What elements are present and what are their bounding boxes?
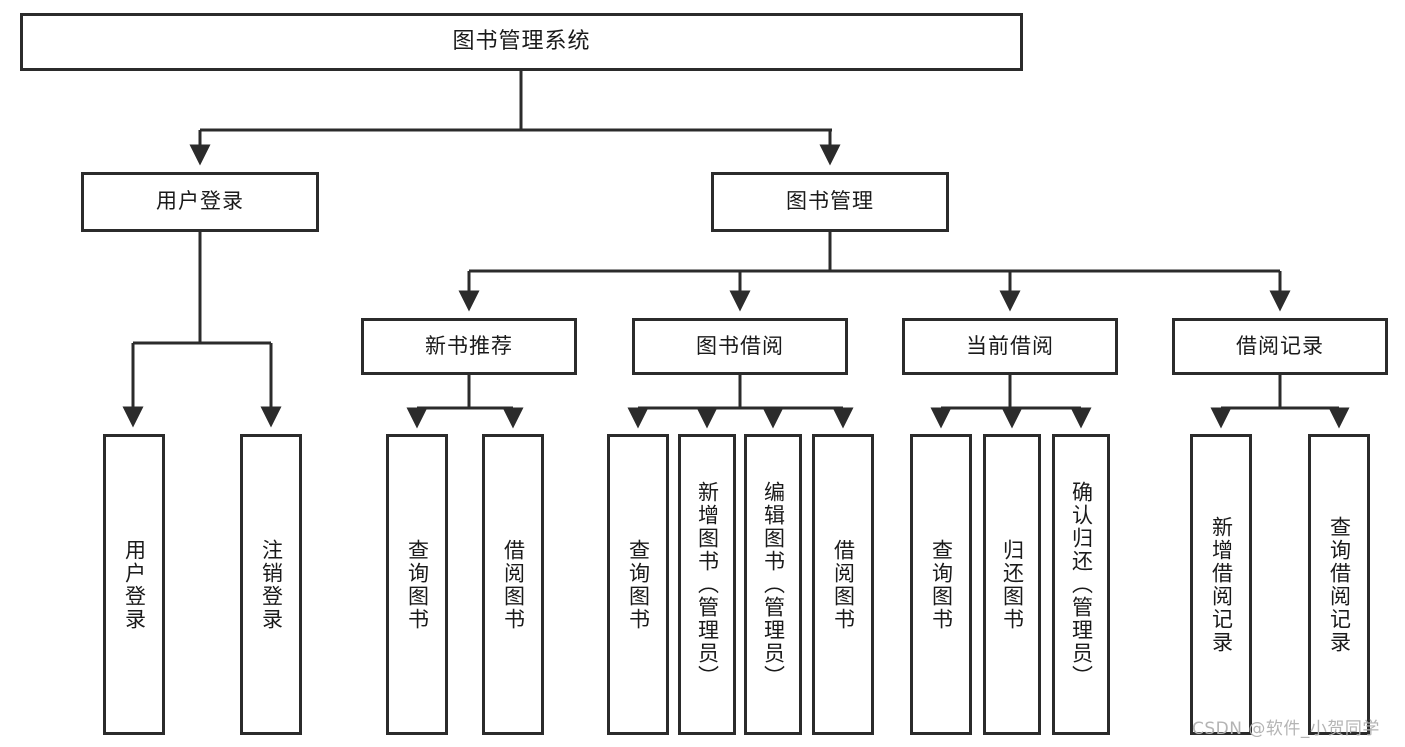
node-label: 图书管理系统 <box>452 28 591 54</box>
node-label: 归还图书 <box>1000 538 1025 631</box>
node-leaf-user-login[interactable]: 用户登录 <box>103 434 165 735</box>
node-label: 用户登录 <box>122 538 147 631</box>
node-leaf-query-book-current[interactable]: 查询图书 <box>910 434 972 735</box>
node-label: 查询图书 <box>929 538 954 631</box>
node-label: 注销登录 <box>259 538 284 631</box>
node-level1-book-management[interactable]: 图书管理 <box>711 172 949 232</box>
node-leaf-add-borrow-record[interactable]: 新增借阅记录 <box>1190 434 1252 735</box>
node-label: 查询借阅记录 <box>1327 515 1352 654</box>
node-label: 编辑图书（管理员） <box>761 481 786 688</box>
node-label: 新增借阅记录 <box>1209 515 1234 654</box>
node-leaf-logout[interactable]: 注销登录 <box>240 434 302 735</box>
node-leaf-query-book-borrow[interactable]: 查询图书 <box>607 434 669 735</box>
node-leaf-confirm-return-admin[interactable]: 确认归还（管理员） <box>1052 434 1110 735</box>
node-leaf-add-book-admin[interactable]: 新增图书（管理员） <box>678 434 736 735</box>
node-label: 借阅图书 <box>501 538 526 631</box>
node-label: 确认归还（管理员） <box>1069 481 1094 688</box>
node-label: 查询图书 <box>626 538 651 631</box>
node-level2-borrow-record[interactable]: 借阅记录 <box>1172 318 1388 375</box>
watermark: CSDN @软件_小贺同学 <box>1192 719 1380 739</box>
node-level2-current-borrow[interactable]: 当前借阅 <box>902 318 1118 375</box>
node-label: 图书借阅 <box>696 333 784 358</box>
node-label: 借阅图书 <box>831 538 856 631</box>
node-leaf-query-book-recommend[interactable]: 查询图书 <box>386 434 448 735</box>
node-level1-user-login[interactable]: 用户登录 <box>81 172 319 232</box>
node-leaf-return-book[interactable]: 归还图书 <box>983 434 1041 735</box>
node-level2-new-book-recommend[interactable]: 新书推荐 <box>361 318 577 375</box>
node-label: 新增图书（管理员） <box>695 481 720 688</box>
node-label: 图书管理 <box>786 189 874 214</box>
node-leaf-edit-book-admin[interactable]: 编辑图书（管理员） <box>744 434 802 735</box>
node-level2-book-borrow[interactable]: 图书借阅 <box>632 318 848 375</box>
node-leaf-borrow-book-recommend[interactable]: 借阅图书 <box>482 434 544 735</box>
node-leaf-borrow-book[interactable]: 借阅图书 <box>812 434 874 735</box>
node-label: 新书推荐 <box>425 333 513 358</box>
node-root[interactable]: 图书管理系统 <box>20 13 1023 71</box>
node-label: 借阅记录 <box>1236 333 1324 358</box>
node-label: 查询图书 <box>405 538 430 631</box>
node-label: 用户登录 <box>156 189 244 214</box>
node-label: 当前借阅 <box>966 333 1054 358</box>
node-leaf-query-borrow-record[interactable]: 查询借阅记录 <box>1308 434 1370 735</box>
